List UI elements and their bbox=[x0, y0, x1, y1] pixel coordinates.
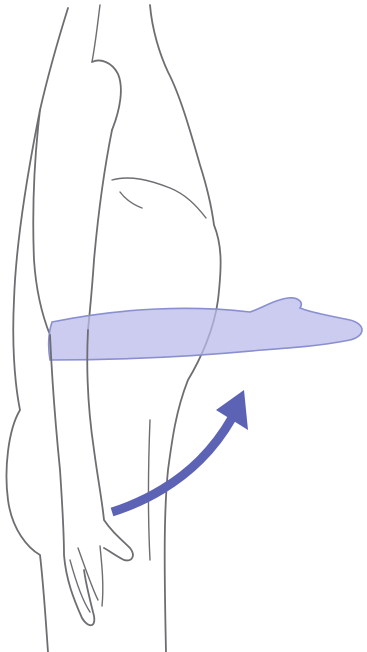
motion-arrow-shaft bbox=[112, 418, 232, 512]
forearm-front bbox=[87, 330, 133, 560]
thigh-line bbox=[149, 420, 151, 560]
shoulder-outline bbox=[92, 61, 121, 131]
neck-line bbox=[92, 5, 100, 62]
upper-arm-front bbox=[88, 130, 112, 330]
upper-arm-back bbox=[33, 110, 50, 335]
rib-line bbox=[120, 192, 142, 208]
raised-arm-ghost bbox=[49, 298, 362, 360]
